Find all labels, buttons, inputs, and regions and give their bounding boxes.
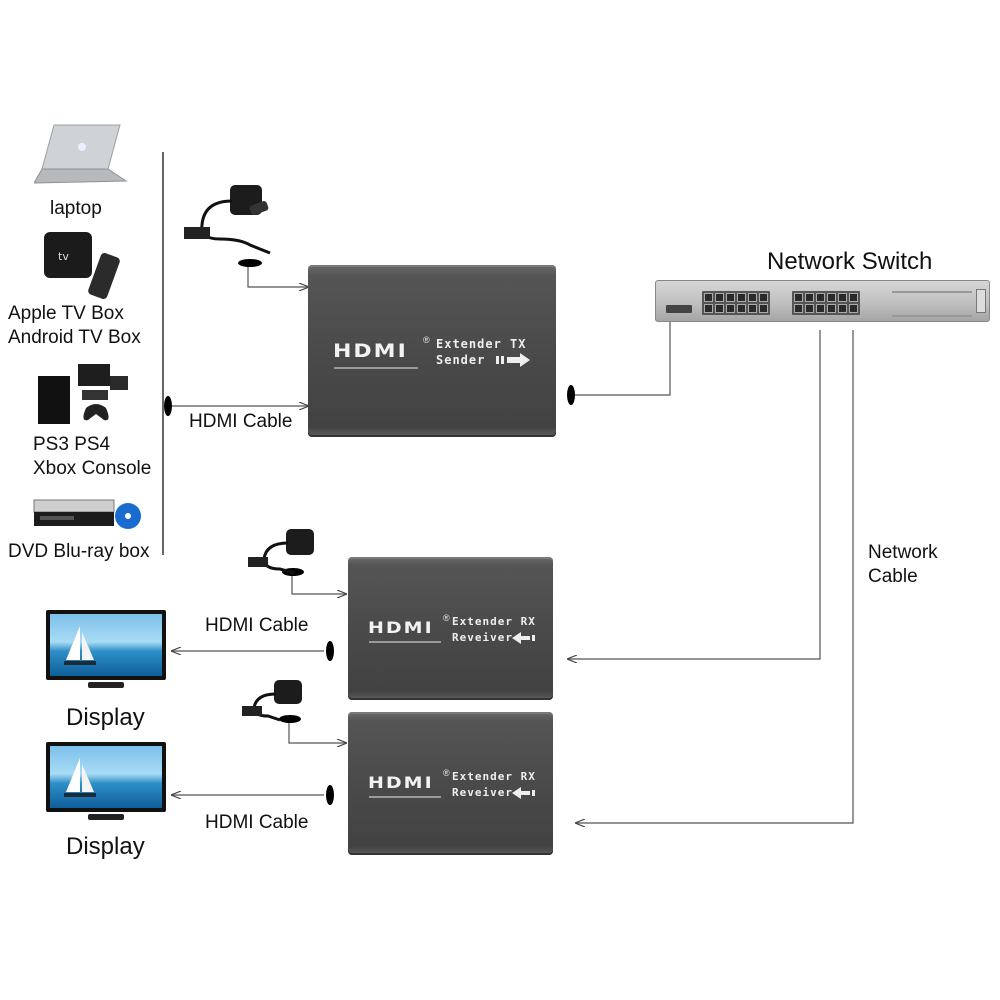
connector-power-rx2 xyxy=(279,715,301,723)
source-label-console: PS3 PS4 Xbox Console xyxy=(33,434,152,479)
switch-console-port xyxy=(976,289,986,313)
network-wire-tx xyxy=(574,315,671,396)
hdmi-extender-rx-2: HDMI ® Extender RX Reveiver xyxy=(348,712,553,855)
network-wire-rx2 xyxy=(576,330,854,823)
tv-stand xyxy=(88,682,124,688)
dvd-player-icon xyxy=(33,499,141,529)
power-adapter-icon xyxy=(274,680,302,704)
cable-label-hdmi-rx1: HDMI Cable xyxy=(205,615,309,636)
connector-hdmi-rx1 xyxy=(326,641,334,661)
power-wire-rx2 xyxy=(288,722,346,743)
registered-mark: ® xyxy=(443,613,450,623)
display-label-1: Display xyxy=(66,704,145,731)
power-adapter-icon xyxy=(286,529,314,555)
display-1 xyxy=(46,610,166,692)
connector-network-tx xyxy=(567,385,575,405)
arrow-left-icon xyxy=(512,787,535,799)
network-switch-icon xyxy=(655,280,990,322)
power-cord-rx1 xyxy=(248,541,295,575)
power-cord-tx xyxy=(184,199,271,255)
arrow-right-icon xyxy=(496,353,530,367)
connector-power-tx xyxy=(238,259,262,267)
rx1-line-1: Extender RX xyxy=(452,615,536,628)
apple-tv-box-icon: tv xyxy=(44,232,120,299)
tv-display-icon xyxy=(46,742,166,812)
hdmi-logo: HDMI xyxy=(368,618,434,638)
arrow-left-icon xyxy=(512,632,535,644)
switch-port-bank-1 xyxy=(702,291,770,315)
display-2 xyxy=(46,742,166,824)
switch-port-bank-2 xyxy=(792,291,860,315)
source-label-laptop: laptop xyxy=(50,198,102,219)
hdmi-logo: HDMI xyxy=(368,773,434,793)
source-label-dvd: DVD Blu-ray box xyxy=(8,541,150,562)
rx1-line-2: Reveiver xyxy=(452,631,513,644)
tv-display-icon xyxy=(46,610,166,680)
connector-hdmi-rx2 xyxy=(326,785,334,805)
hdmi-extender-tx: HDMI ® Extender TX Sender xyxy=(308,265,556,437)
laptop-icon xyxy=(34,124,128,184)
cable-label-hdmi-tx: HDMI Cable xyxy=(189,411,293,432)
power-adapter-rx2 xyxy=(240,678,320,724)
network-wire-rx1 xyxy=(568,330,821,659)
cable-label-hdmi-rx2: HDMI Cable xyxy=(205,812,309,833)
power-wire-rx1 xyxy=(291,575,346,594)
power-wire-tx xyxy=(247,265,308,287)
logo-subtext-bar xyxy=(334,367,418,369)
logo-subtext-bar xyxy=(369,796,441,798)
switch-sfp-port xyxy=(666,305,692,313)
sailboat-icon xyxy=(64,626,96,665)
logo-subtext-bar xyxy=(369,641,441,643)
sailboat-icon xyxy=(64,758,96,797)
tx-line-2: Sender xyxy=(436,353,486,367)
tx-line-1: Extender TX xyxy=(436,337,527,351)
power-cord-rx2 xyxy=(242,692,281,722)
power-adapter-tx xyxy=(182,183,282,255)
registered-mark: ® xyxy=(443,768,450,778)
rx2-line-2: Reveiver xyxy=(452,786,513,799)
hdmi-logo: HDMI xyxy=(333,340,408,363)
rx2-line-1: Extender RX xyxy=(452,770,536,783)
connector-hdmi-source xyxy=(164,396,172,416)
source-label-tv-box: Apple TV Box Android TV Box xyxy=(8,303,141,348)
svg-text:tv: tv xyxy=(58,250,69,263)
switch-label: Network Switch xyxy=(767,248,933,275)
hdmi-extender-rx-1: HDMI ® Extender RX Reveiver xyxy=(348,557,553,700)
registered-mark: ® xyxy=(423,335,430,345)
game-console-icon xyxy=(38,364,128,424)
switch-status-leds xyxy=(892,291,972,317)
display-label-2: Display xyxy=(66,833,145,860)
tv-stand xyxy=(88,814,124,820)
cable-label-network: Network Cable xyxy=(868,542,938,587)
power-adapter-rx1 xyxy=(246,527,326,577)
